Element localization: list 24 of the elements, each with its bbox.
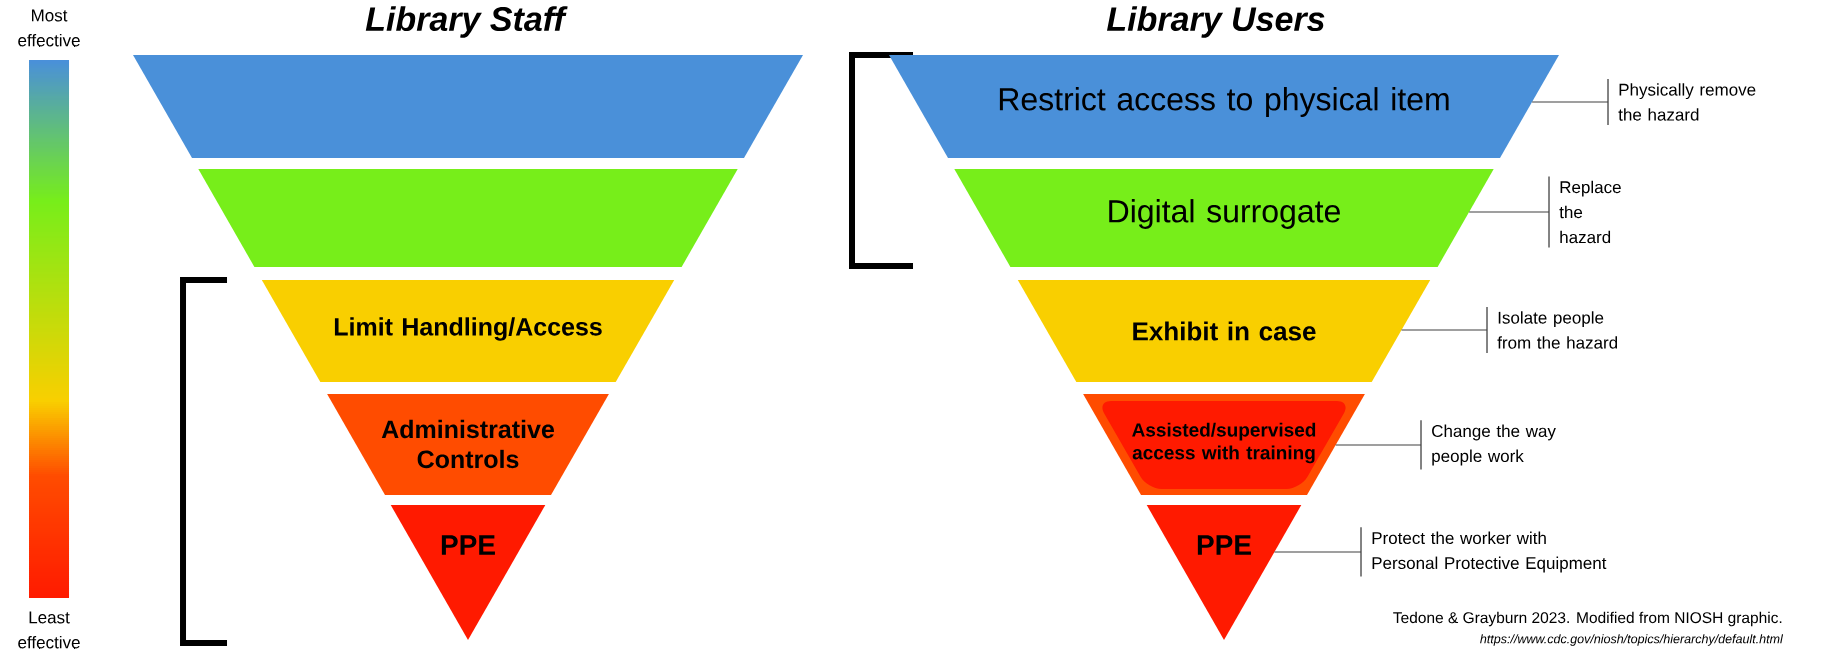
leader-line (1273, 551, 1362, 553)
source-url: https://www.cdc.gov/niosh/topics/hierarchy/default.html (1480, 634, 1784, 646)
annotation-text: Change the way people work (1420, 419, 1556, 471)
hierarchy-band: PPE (390, 505, 546, 640)
scale-label: Least effective (18, 611, 80, 649)
leader-line (1335, 444, 1422, 446)
hierarchy-band: Administrative Controls (327, 394, 609, 495)
hierarchy-band (133, 55, 803, 158)
annotation-text: Isolate people from the hazard (1486, 306, 1618, 354)
annotation-text: Replace the hazard (1548, 175, 1621, 249)
leader-line (1531, 101, 1609, 103)
hierarchy-band: Limit Handling/Access (261, 280, 675, 382)
hierarchy-band: PPE (1146, 505, 1302, 640)
hierarchy-band: Restrict access to physical item (889, 55, 1559, 158)
hierarchy-band: Exhibit in case (1017, 280, 1431, 382)
hierarchy-band: Assisted/supervised access with training (1083, 394, 1365, 495)
leader-line (1468, 211, 1550, 213)
leader-line (1400, 329, 1488, 331)
scale-label: Most effective (18, 9, 80, 47)
annotation-text: Physically remove the hazard (1607, 78, 1756, 126)
hierarchy-band (198, 169, 738, 267)
hierarchy-band: Digital surrogate (954, 169, 1494, 267)
annotation-text: Protect the worker with Personal Protective Equipment (1360, 526, 1607, 578)
source-caption: Tedone & Grayburn 2023. Modified from NIOSH graphic. (1393, 611, 1782, 627)
